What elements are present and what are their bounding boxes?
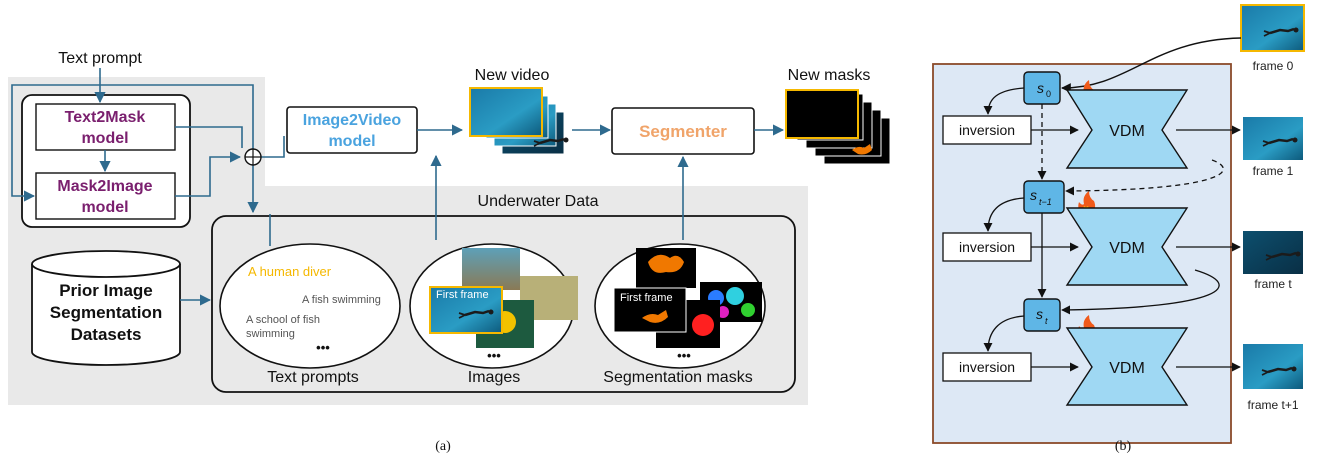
prompt-3b: swimming: [246, 328, 295, 340]
mask-thumbnails: [613, 248, 762, 348]
frame-t-thumb: [1243, 231, 1303, 274]
frame-t1-thumb: [1243, 344, 1303, 389]
prompts-ellipsis: •••: [316, 340, 330, 355]
text-prompt-label: Text prompt: [58, 50, 142, 67]
panel-a: Text prompt Text2Mask model Mask2Image m…: [8, 50, 891, 454]
panel-b: frame 0 frame 1 frame t frame t+1 s 0 s …: [932, 4, 1305, 454]
st-base: s: [1036, 306, 1043, 322]
st-sub: t: [1045, 316, 1048, 326]
masks-ellipsis: •••: [677, 348, 691, 363]
frame-t-label: frame t: [1254, 277, 1292, 291]
text2mask-line2: model: [81, 130, 128, 147]
oplus-icon: [244, 148, 262, 166]
inversion-label-3: inversion: [959, 359, 1015, 375]
segmenter-box: [611, 107, 755, 155]
mask2image-line1: Mask2Image: [57, 178, 152, 195]
frame-0-label: frame 0: [1253, 59, 1294, 73]
model-arrows: [11, 68, 285, 214]
new-masks-label: New masks: [788, 67, 871, 84]
first-frame-label-2: First frame: [620, 292, 673, 304]
frame-0-thumb: [1240, 4, 1305, 52]
text2mask-line1: Text2Mask: [65, 109, 146, 126]
seg-masks-label: Segmentation masks: [603, 369, 752, 386]
state-s0: s 0: [1023, 71, 1061, 105]
inversion-label-1: inversion: [959, 122, 1015, 138]
text-prompts-label: Text prompts: [267, 369, 359, 386]
vdm-label-1: VDM: [1109, 123, 1145, 140]
underwater-data-box: [211, 215, 796, 393]
new-video-stack: [469, 87, 570, 155]
st1-sub: t−1: [1039, 197, 1052, 207]
panel-b-arrows: [983, 87, 1241, 372]
new-video-label: New video: [475, 67, 550, 84]
images-ellipsis: •••: [487, 348, 501, 363]
vdm-block-3: VDM: [1065, 327, 1189, 406]
segmenter-label: Segmenter: [639, 122, 727, 141]
mask2image-line2: model: [81, 199, 128, 216]
mask2image-box: [35, 172, 176, 220]
caption-a: (a): [435, 439, 451, 454]
vdm-block-2: VDM: [1065, 207, 1189, 286]
prompt-2: A fish swimming: [302, 294, 381, 306]
first-frame-label-1: First frame: [436, 289, 489, 301]
inversion-box-3: inversion: [942, 352, 1032, 382]
state-st-1: s t−1: [1023, 180, 1065, 214]
prompt-3a: A school of fish: [246, 314, 320, 326]
state-st: s t: [1023, 298, 1061, 332]
vdm-label-3: VDM: [1109, 360, 1145, 377]
inversion-box-2: inversion: [942, 232, 1032, 262]
s0-sub: 0: [1046, 89, 1051, 99]
st1-base: s: [1030, 187, 1037, 203]
underwater-label: Underwater Data: [478, 193, 599, 210]
prior-datasets-cylinder: Prior Image Segmentation Datasets: [31, 250, 181, 366]
frame-1-label: frame 1: [1253, 164, 1294, 178]
caption-b: (b): [1115, 439, 1132, 454]
image2video-line2: model: [328, 133, 375, 150]
text-prompts-ellipse: [219, 243, 401, 369]
inversion-label-2: inversion: [959, 239, 1015, 255]
prior-line1: Prior Image: [59, 281, 153, 300]
vdm-label-2: VDM: [1109, 240, 1145, 257]
image2video-line1: Image2Video: [303, 112, 402, 129]
images-label: Images: [468, 369, 520, 386]
underwater-arrows: [269, 154, 689, 246]
new-masks-stack: [785, 89, 891, 165]
frame-1-thumb: [1243, 117, 1303, 160]
prior-line3: Datasets: [71, 325, 142, 344]
image-thumbnails: [429, 248, 578, 348]
prompt-highlight: A human diver: [248, 264, 332, 279]
s0-base: s: [1037, 80, 1044, 96]
inversion-box-1: inversion: [942, 115, 1032, 145]
frame-t1-label: frame t+1: [1247, 398, 1298, 412]
vdm-block-1: VDM: [1065, 89, 1189, 169]
prior-line2: Segmentation: [50, 303, 162, 322]
